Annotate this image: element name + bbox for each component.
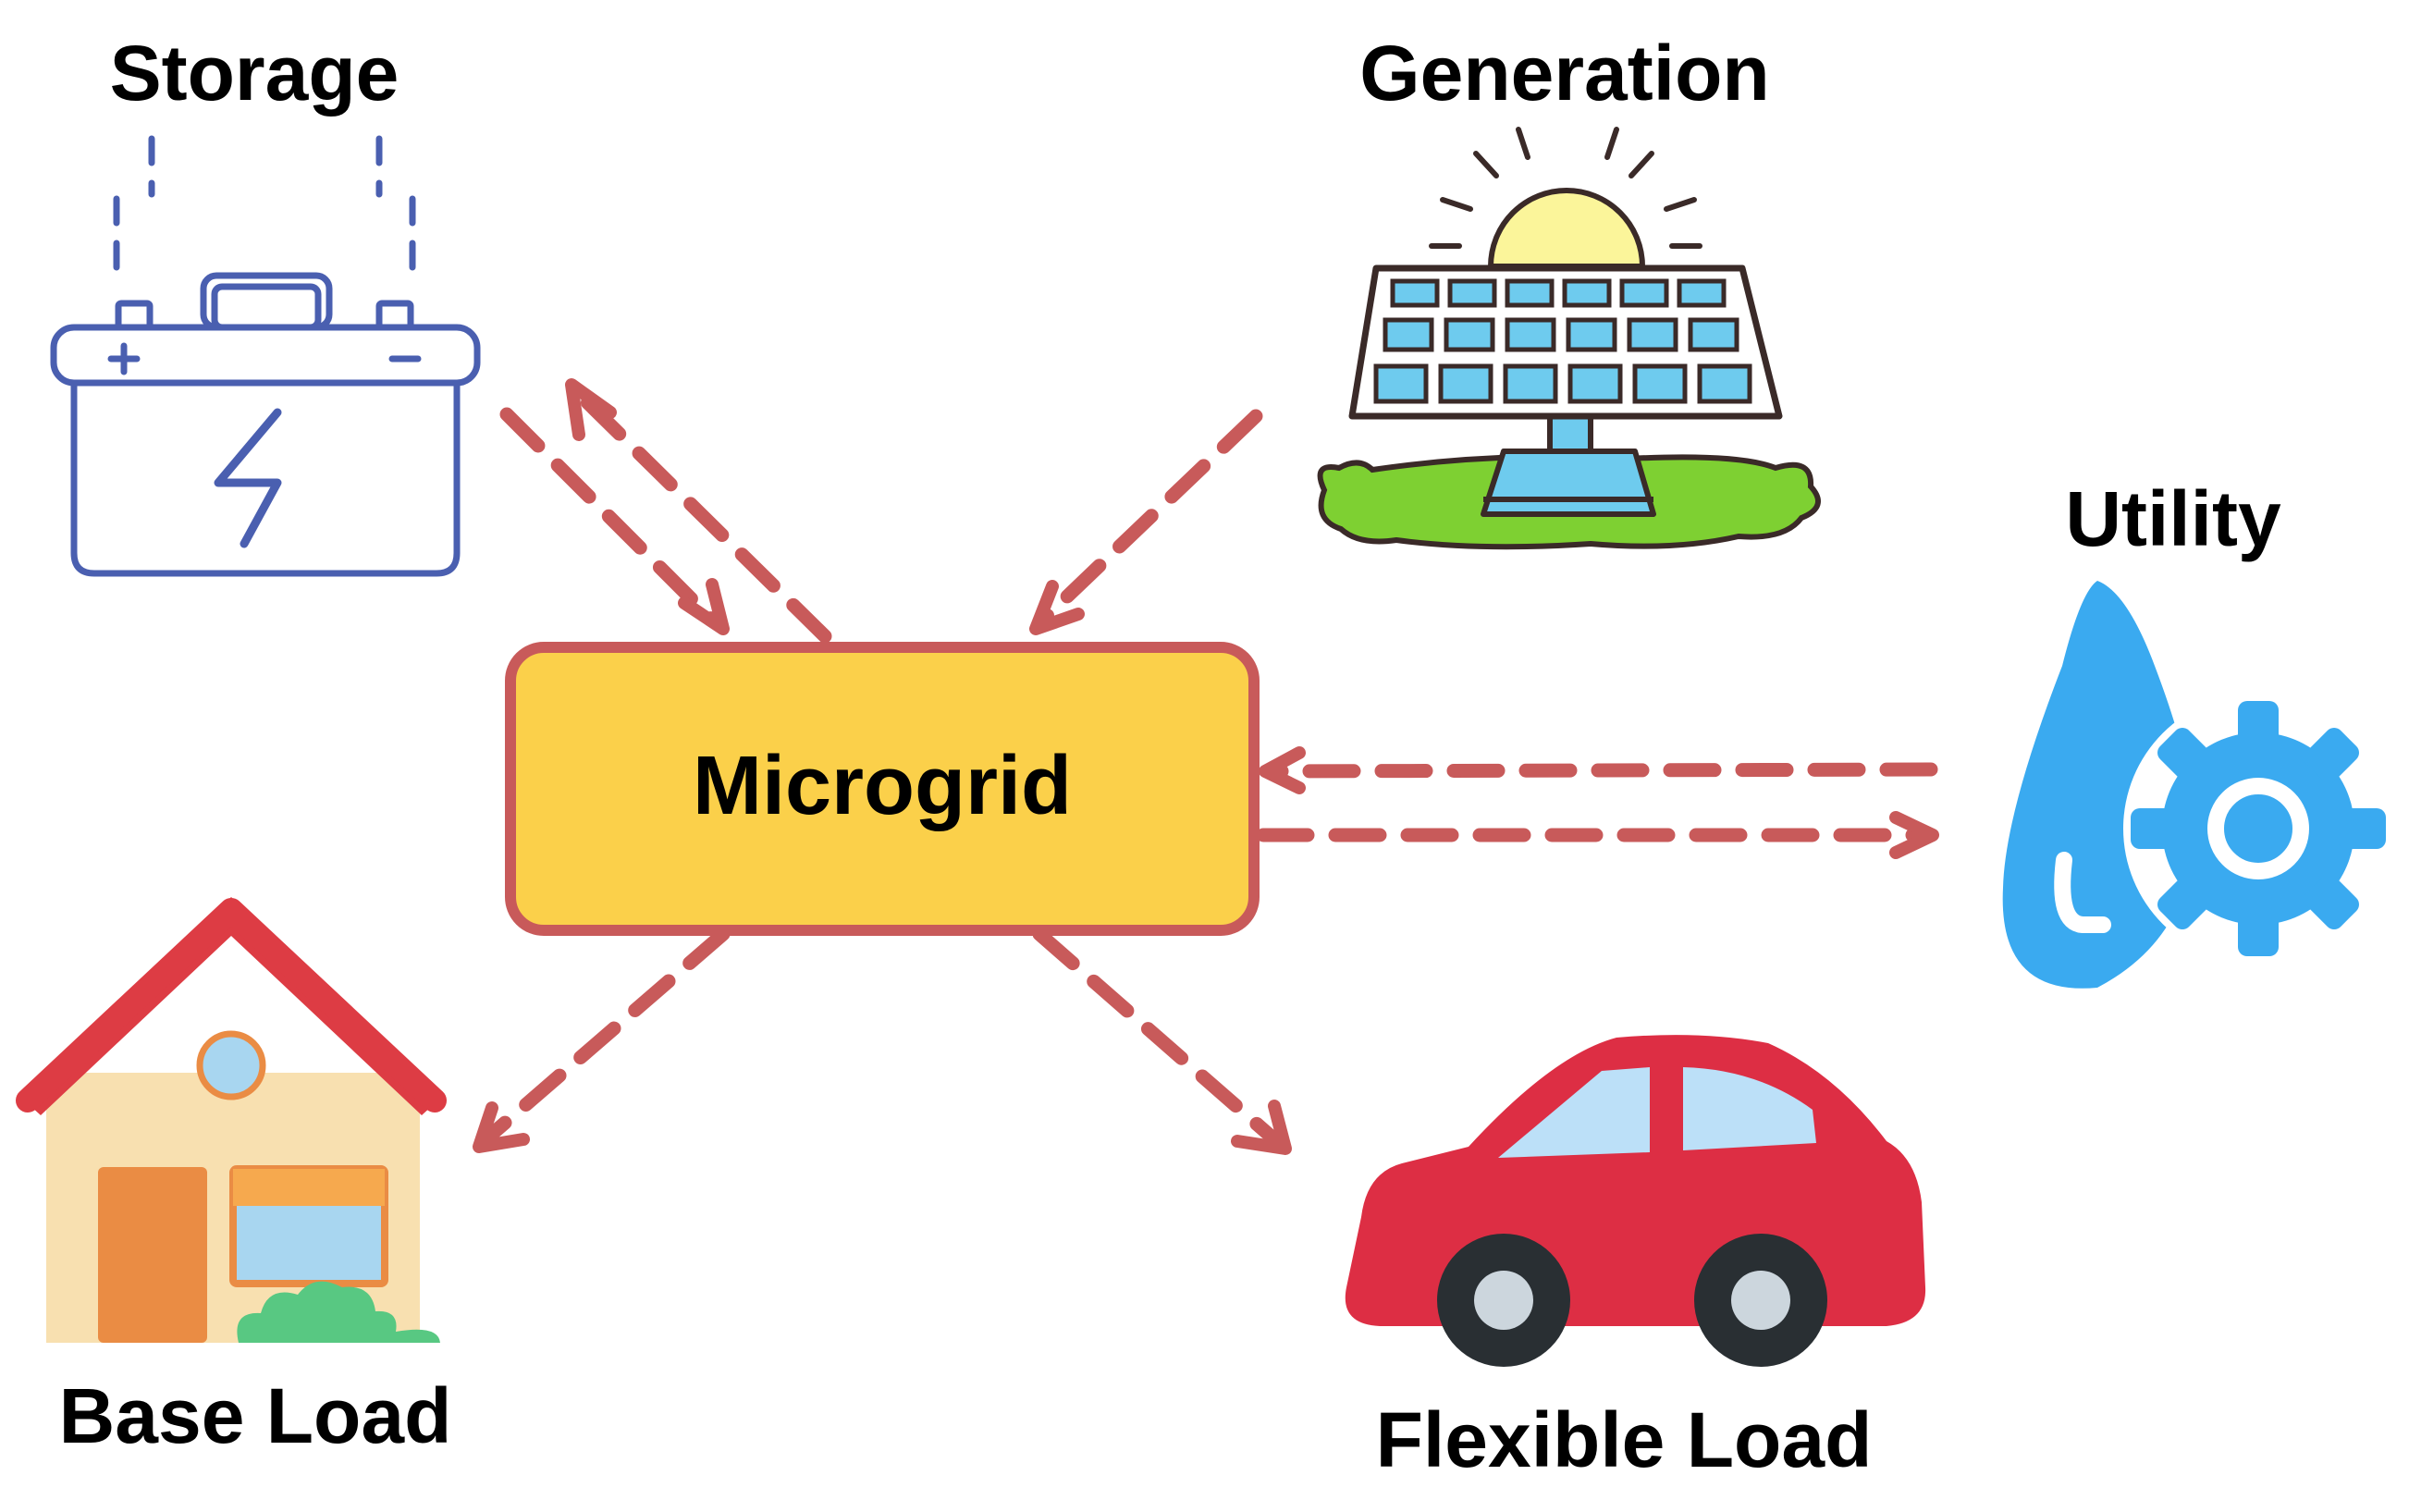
edge-storage-to-hub: [499, 407, 730, 635]
car-icon: [1345, 1035, 1926, 1367]
storage-node: Storage: [50, 30, 481, 577]
utility-label: Utility: [2065, 475, 2281, 562]
base-load-node: Base Load: [16, 897, 452, 1459]
house-icon: [16, 897, 447, 1343]
edge-hub-to-utility: [1256, 811, 1939, 859]
water-drop-gear-icon: [2002, 581, 2393, 989]
edge-hub-to-base-load: [473, 927, 731, 1153]
base-load-label: Base Load: [59, 1372, 452, 1459]
solar-panel-icon: [1317, 127, 1821, 550]
edge-hub-to-flexible-load: [1032, 927, 1292, 1155]
generation-node: Generation: [1317, 30, 1821, 550]
battery-icon: [50, 135, 481, 577]
edge-generation-to-hub: [1029, 409, 1263, 635]
flexible-load-label: Flexible Load: [1376, 1396, 1873, 1483]
storage-label: Storage: [110, 30, 399, 117]
flow-arrows: [473, 378, 1939, 1155]
edge-hub-to-storage: [565, 378, 832, 644]
generation-label: Generation: [1359, 30, 1769, 117]
utility-node: Utility: [2002, 475, 2393, 989]
flexible-load-node: Flexible Load: [1345, 1035, 1926, 1483]
microgrid-hub[interactable]: Microgrid: [505, 642, 1260, 936]
edge-utility-to-hub: [1259, 746, 1938, 794]
hub-label: Microgrid: [693, 740, 1072, 832]
